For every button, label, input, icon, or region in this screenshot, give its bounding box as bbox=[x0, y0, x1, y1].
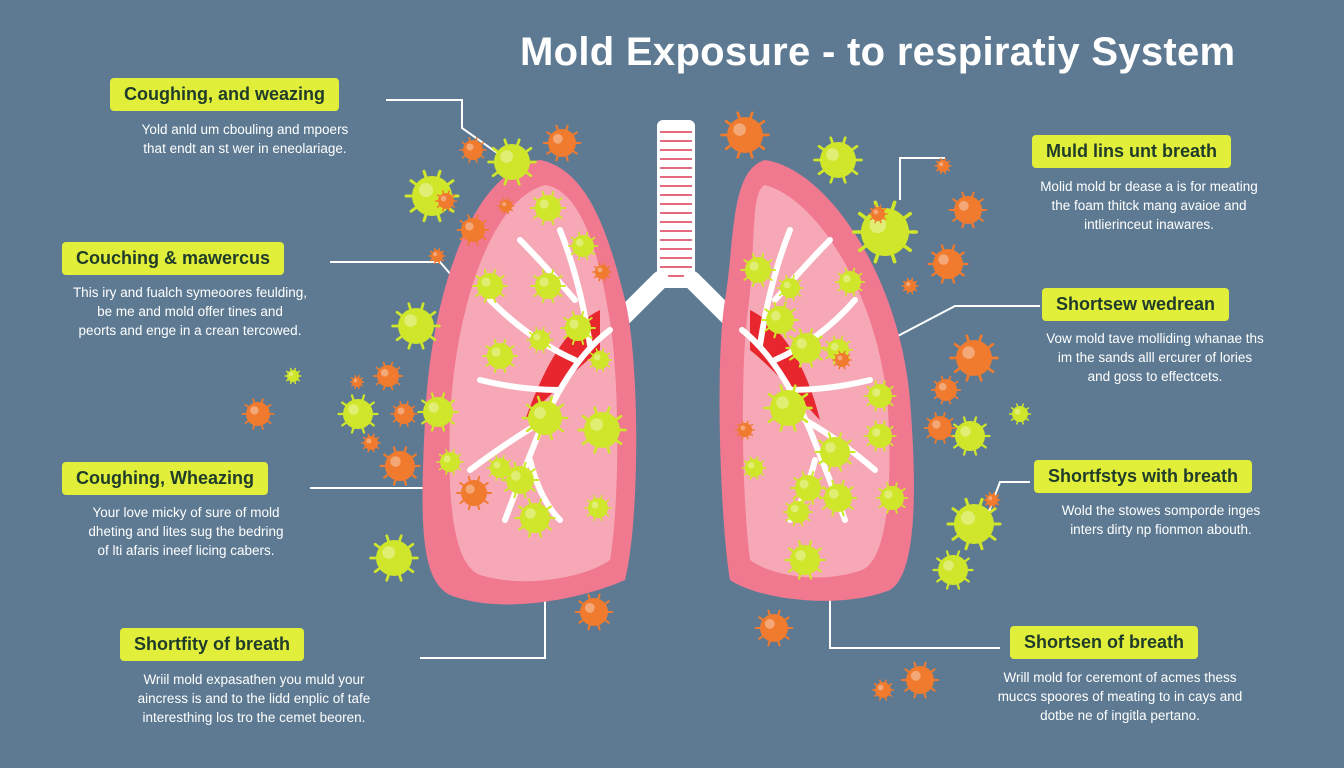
green-spore bbox=[472, 268, 508, 304]
green-spore bbox=[482, 338, 518, 374]
leader-line-right-3 bbox=[984, 481, 1030, 523]
orange-spore bbox=[456, 475, 492, 511]
green-spore bbox=[1008, 403, 1032, 425]
callout-label-right-2: Shortsew wedrean bbox=[1042, 288, 1230, 321]
green-spore bbox=[785, 328, 827, 368]
orange-spore bbox=[456, 214, 490, 246]
green-spore bbox=[740, 252, 776, 288]
orange-spore bbox=[754, 609, 794, 647]
green-spore bbox=[834, 267, 866, 297]
orange-spore bbox=[574, 593, 614, 631]
green-spore bbox=[949, 416, 991, 456]
callout-desc-left-4: Wriil mold expasathen you muld your ainc… bbox=[137, 672, 371, 725]
left-lung bbox=[422, 160, 637, 605]
green-spore bbox=[577, 406, 627, 454]
green-spore bbox=[530, 268, 566, 304]
orange-spore bbox=[592, 262, 612, 282]
callout-label-right-1: Muld lins unt breath bbox=[1032, 135, 1231, 168]
orange-spore bbox=[241, 398, 275, 430]
green-spore bbox=[790, 470, 826, 506]
orange-spore bbox=[923, 412, 957, 444]
orange-spore bbox=[372, 361, 404, 391]
green-spore bbox=[932, 550, 974, 590]
orange-spore bbox=[901, 277, 919, 295]
orange-spore bbox=[983, 491, 1001, 509]
callout-label-left-1: Coughing, and weazing bbox=[110, 78, 339, 111]
orange-spore bbox=[900, 661, 940, 699]
orange-spore bbox=[720, 111, 770, 159]
green-spore bbox=[584, 494, 612, 522]
callout-label-left-4: Shortfity of breath bbox=[120, 628, 304, 661]
green-spore bbox=[500, 461, 540, 499]
green-spore bbox=[486, 454, 514, 482]
green-spore bbox=[337, 394, 379, 434]
green-spore bbox=[763, 384, 813, 432]
callout-desc-right-4: Wrill mold for ceremont of acmes thess m… bbox=[997, 670, 1243, 723]
page-title: Mold Exposure - to respiratiy System bbox=[520, 30, 1236, 74]
callout-label-left-2: Couching & mawercus bbox=[62, 242, 285, 275]
callout-desc-right-1: Molid mold br dease a is for meating the… bbox=[1040, 179, 1258, 232]
green-spore bbox=[776, 274, 804, 302]
green-spore bbox=[436, 448, 464, 476]
green-spore bbox=[875, 482, 909, 514]
callout-desc-left-3: Your love micky of sure of mold dheting … bbox=[88, 505, 284, 558]
orange-spore bbox=[871, 679, 895, 701]
green-spore bbox=[587, 348, 613, 372]
callout-label-left-3: Coughing, Wheazing bbox=[62, 462, 268, 495]
green-spore bbox=[863, 380, 897, 412]
green-spore bbox=[530, 190, 566, 226]
orange-spore bbox=[735, 420, 755, 440]
orange-spore bbox=[832, 350, 852, 370]
orange-spore bbox=[949, 334, 999, 382]
green-spore bbox=[567, 231, 599, 261]
orange-spore bbox=[948, 191, 988, 229]
orange-spore bbox=[497, 197, 515, 215]
orange-spore bbox=[428, 247, 446, 265]
callout-desc-left-2: This iry and fualch symeoores feulding, … bbox=[72, 285, 308, 338]
green-spore bbox=[560, 310, 596, 346]
orange-spore bbox=[868, 204, 888, 224]
green-spore bbox=[814, 432, 856, 472]
orange-spore bbox=[459, 136, 487, 164]
mold-spores bbox=[241, 111, 1032, 701]
callout-desc-left-1: Yold anld um cbouling and mpoers that en… bbox=[141, 122, 349, 156]
orange-spore bbox=[934, 157, 952, 175]
orange-spore bbox=[434, 190, 458, 212]
green-spore bbox=[784, 540, 826, 580]
trachea bbox=[601, 120, 751, 339]
green-spore bbox=[760, 301, 800, 339]
orange-spore bbox=[542, 124, 582, 162]
green-spore bbox=[946, 497, 1002, 551]
leader-line-right-4 bbox=[829, 585, 1000, 649]
green-spore bbox=[284, 367, 302, 385]
leader-line-right-1 bbox=[899, 157, 945, 200]
leader-line-right-2 bbox=[874, 305, 1040, 349]
green-spore bbox=[863, 420, 897, 452]
green-spore bbox=[521, 395, 569, 441]
orange-spore bbox=[930, 375, 962, 405]
green-spore bbox=[818, 479, 858, 517]
green-spore bbox=[369, 534, 419, 582]
green-spore bbox=[813, 136, 863, 184]
green-spore bbox=[741, 456, 767, 480]
callout-desc-right-2: Vow mold tave molliding whanae ths im th… bbox=[1046, 331, 1264, 384]
callout-label-right-3: Shortfstys with breath bbox=[1034, 460, 1253, 493]
green-spore bbox=[417, 392, 459, 432]
green-spore bbox=[782, 497, 814, 527]
green-spore bbox=[391, 302, 441, 350]
orange-spore bbox=[349, 375, 365, 389]
leader-line-left-1 bbox=[386, 99, 511, 163]
callout-label-right-4: Shortsen of breath bbox=[1010, 626, 1199, 659]
orange-spore bbox=[927, 244, 969, 284]
orange-spore bbox=[379, 446, 421, 486]
green-spore bbox=[514, 498, 556, 538]
callout-desc-right-3: Wold the stowes somporde inges inters di… bbox=[1061, 503, 1261, 537]
green-spore bbox=[526, 326, 554, 354]
orange-spore bbox=[390, 400, 418, 428]
green-spore bbox=[851, 200, 919, 264]
green-spore bbox=[487, 138, 537, 186]
orange-spore bbox=[361, 433, 381, 453]
